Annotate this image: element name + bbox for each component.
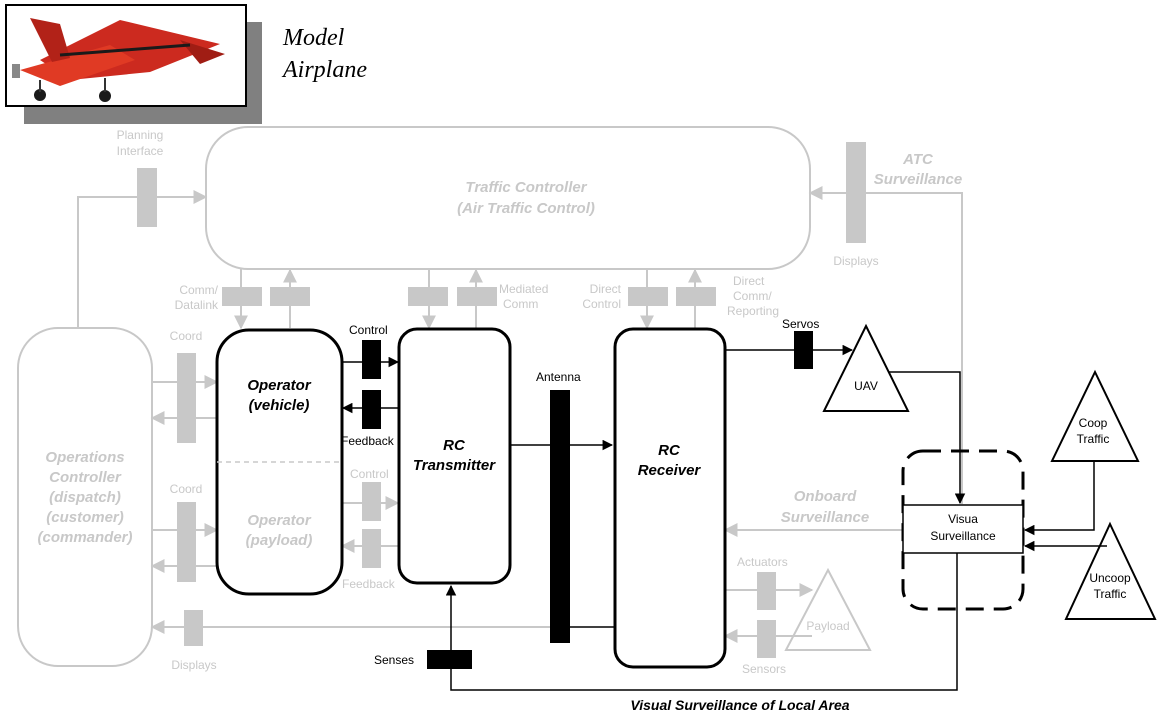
- mediated-bar-1: [408, 287, 448, 306]
- senses-bar: [427, 650, 472, 669]
- rc-transmitter-label-1: RC: [443, 437, 466, 454]
- actuators-label: Actuators: [737, 555, 788, 569]
- planning-line: [77, 190, 208, 328]
- control-bar: [362, 340, 381, 379]
- airplane-icon: [12, 18, 225, 102]
- actuators-bar: [757, 572, 776, 610]
- rc-transmitter-label-2: Transmitter: [413, 457, 496, 474]
- coord-lower-bar: [177, 502, 196, 582]
- operations-label-3: (dispatch): [49, 489, 121, 506]
- payload-label: Payload: [806, 619, 849, 633]
- servos-label: Servos: [782, 317, 819, 331]
- traffic-controller-label-1: Traffic Controller: [465, 179, 587, 196]
- operator-payload-label-1: Operator: [247, 512, 312, 529]
- control-lower-label: Control: [350, 467, 389, 481]
- local-area-feedback-arrow: [445, 553, 958, 691]
- uncoop-traffic-triangle: [1064, 521, 1157, 620]
- title-line-2: Airplane: [281, 57, 367, 83]
- control-upper-label: Control: [349, 323, 388, 337]
- mediated-label-1: Mediated: [499, 282, 548, 296]
- operator-payload-label-2: (payload): [246, 532, 313, 549]
- title-line-1: Model: [282, 25, 345, 51]
- displays-bottom-label: Displays: [171, 658, 216, 672]
- rc-transmitter-box: [397, 327, 512, 585]
- antenna-bar: [550, 390, 570, 643]
- direct-comm-bar: [676, 287, 716, 306]
- coop-label-2: Traffic: [1077, 432, 1110, 446]
- mediated-label-2: Comm: [503, 297, 538, 311]
- uncoop-label-2: Traffic: [1094, 587, 1127, 601]
- caption: Visual Surveillance of Local Area: [630, 697, 849, 713]
- uav-to-visual-arrow: [888, 371, 966, 505]
- traffic-controller-label-2: (Air Traffic Control): [457, 200, 595, 217]
- atc-displays-bar: [846, 142, 866, 243]
- operations-controller-box: [17, 327, 153, 667]
- servos-bar: [794, 331, 813, 369]
- rc-receiver-label-1: RC: [658, 442, 681, 459]
- coop-traffic-triangle: [1050, 369, 1140, 462]
- visual-label-1: Visua: [948, 512, 978, 526]
- rc-receiver-box: [613, 327, 727, 669]
- feedback-lower-label: Feedback: [342, 577, 396, 591]
- direct-comm-label-3: Reporting: [727, 304, 779, 318]
- feedback-upper-label: Feedback: [341, 434, 395, 448]
- coord-upper-label: Coord: [170, 329, 203, 343]
- operations-label-5: (commander): [37, 529, 132, 546]
- uncoop-label-1: Uncoop: [1089, 571, 1131, 585]
- operator-vehicle-label-2: (vehicle): [249, 397, 310, 414]
- feedback-bar: [362, 390, 381, 429]
- comm-bar-2: [270, 287, 310, 306]
- atc-label-1: ATC: [902, 151, 934, 168]
- direct-comm-label-1: Direct: [733, 274, 765, 288]
- sensors-label: Sensors: [742, 662, 786, 676]
- visual-surveillance-box: [902, 504, 1024, 554]
- direct-control-bar: [628, 287, 668, 306]
- model-airplane-figure: Model Airplane: [5, 4, 367, 124]
- payload-feedback-bar: [362, 529, 381, 568]
- operator-vehicle-label-1: Operator: [247, 377, 312, 394]
- operations-label-4: (customer): [46, 509, 124, 526]
- uav-label: UAV: [854, 379, 878, 393]
- mediated-bar-2: [457, 287, 497, 306]
- atc-line: [808, 186, 963, 504]
- operations-label-1: Operations: [45, 449, 124, 466]
- coop-label-1: Coop: [1079, 416, 1108, 430]
- antenna-label: Antenna: [536, 370, 581, 384]
- comm-label-1: Comm/: [179, 283, 218, 297]
- displays-bottom-bar: [184, 610, 203, 646]
- visual-label-2: Surveillance: [930, 529, 996, 543]
- coord-upper-bar: [177, 353, 196, 443]
- sensors-bar: [757, 620, 776, 658]
- onboard-label-1: Onboard: [794, 488, 857, 505]
- coop-arrow: [1023, 462, 1095, 536]
- payload-control-bar: [362, 482, 381, 521]
- planning-label-2: Interface: [117, 144, 164, 158]
- direct-control-label-2: Control: [582, 297, 621, 311]
- planning-interface-bar: [137, 168, 157, 227]
- senses-label: Senses: [374, 653, 414, 667]
- atc-label-2: Surveillance: [874, 171, 962, 188]
- uav-triangle: [822, 323, 910, 412]
- planning-label-1: Planning: [117, 128, 164, 142]
- coord-lower-label: Coord: [170, 482, 203, 496]
- direct-control-label-1: Direct: [590, 282, 622, 296]
- comm-label-2: Datalink: [175, 298, 219, 312]
- comm-bar-1: [222, 287, 262, 306]
- traffic-controller-box: [205, 126, 811, 270]
- direct-comm-label-2: Comm/: [733, 289, 772, 303]
- payload-triangle: [784, 567, 872, 651]
- onboard-label-2: Surveillance: [781, 509, 869, 526]
- operations-label-2: Controller: [49, 469, 122, 486]
- displays-top-label: Displays: [833, 254, 878, 268]
- rc-receiver-label-2: Receiver: [638, 462, 702, 479]
